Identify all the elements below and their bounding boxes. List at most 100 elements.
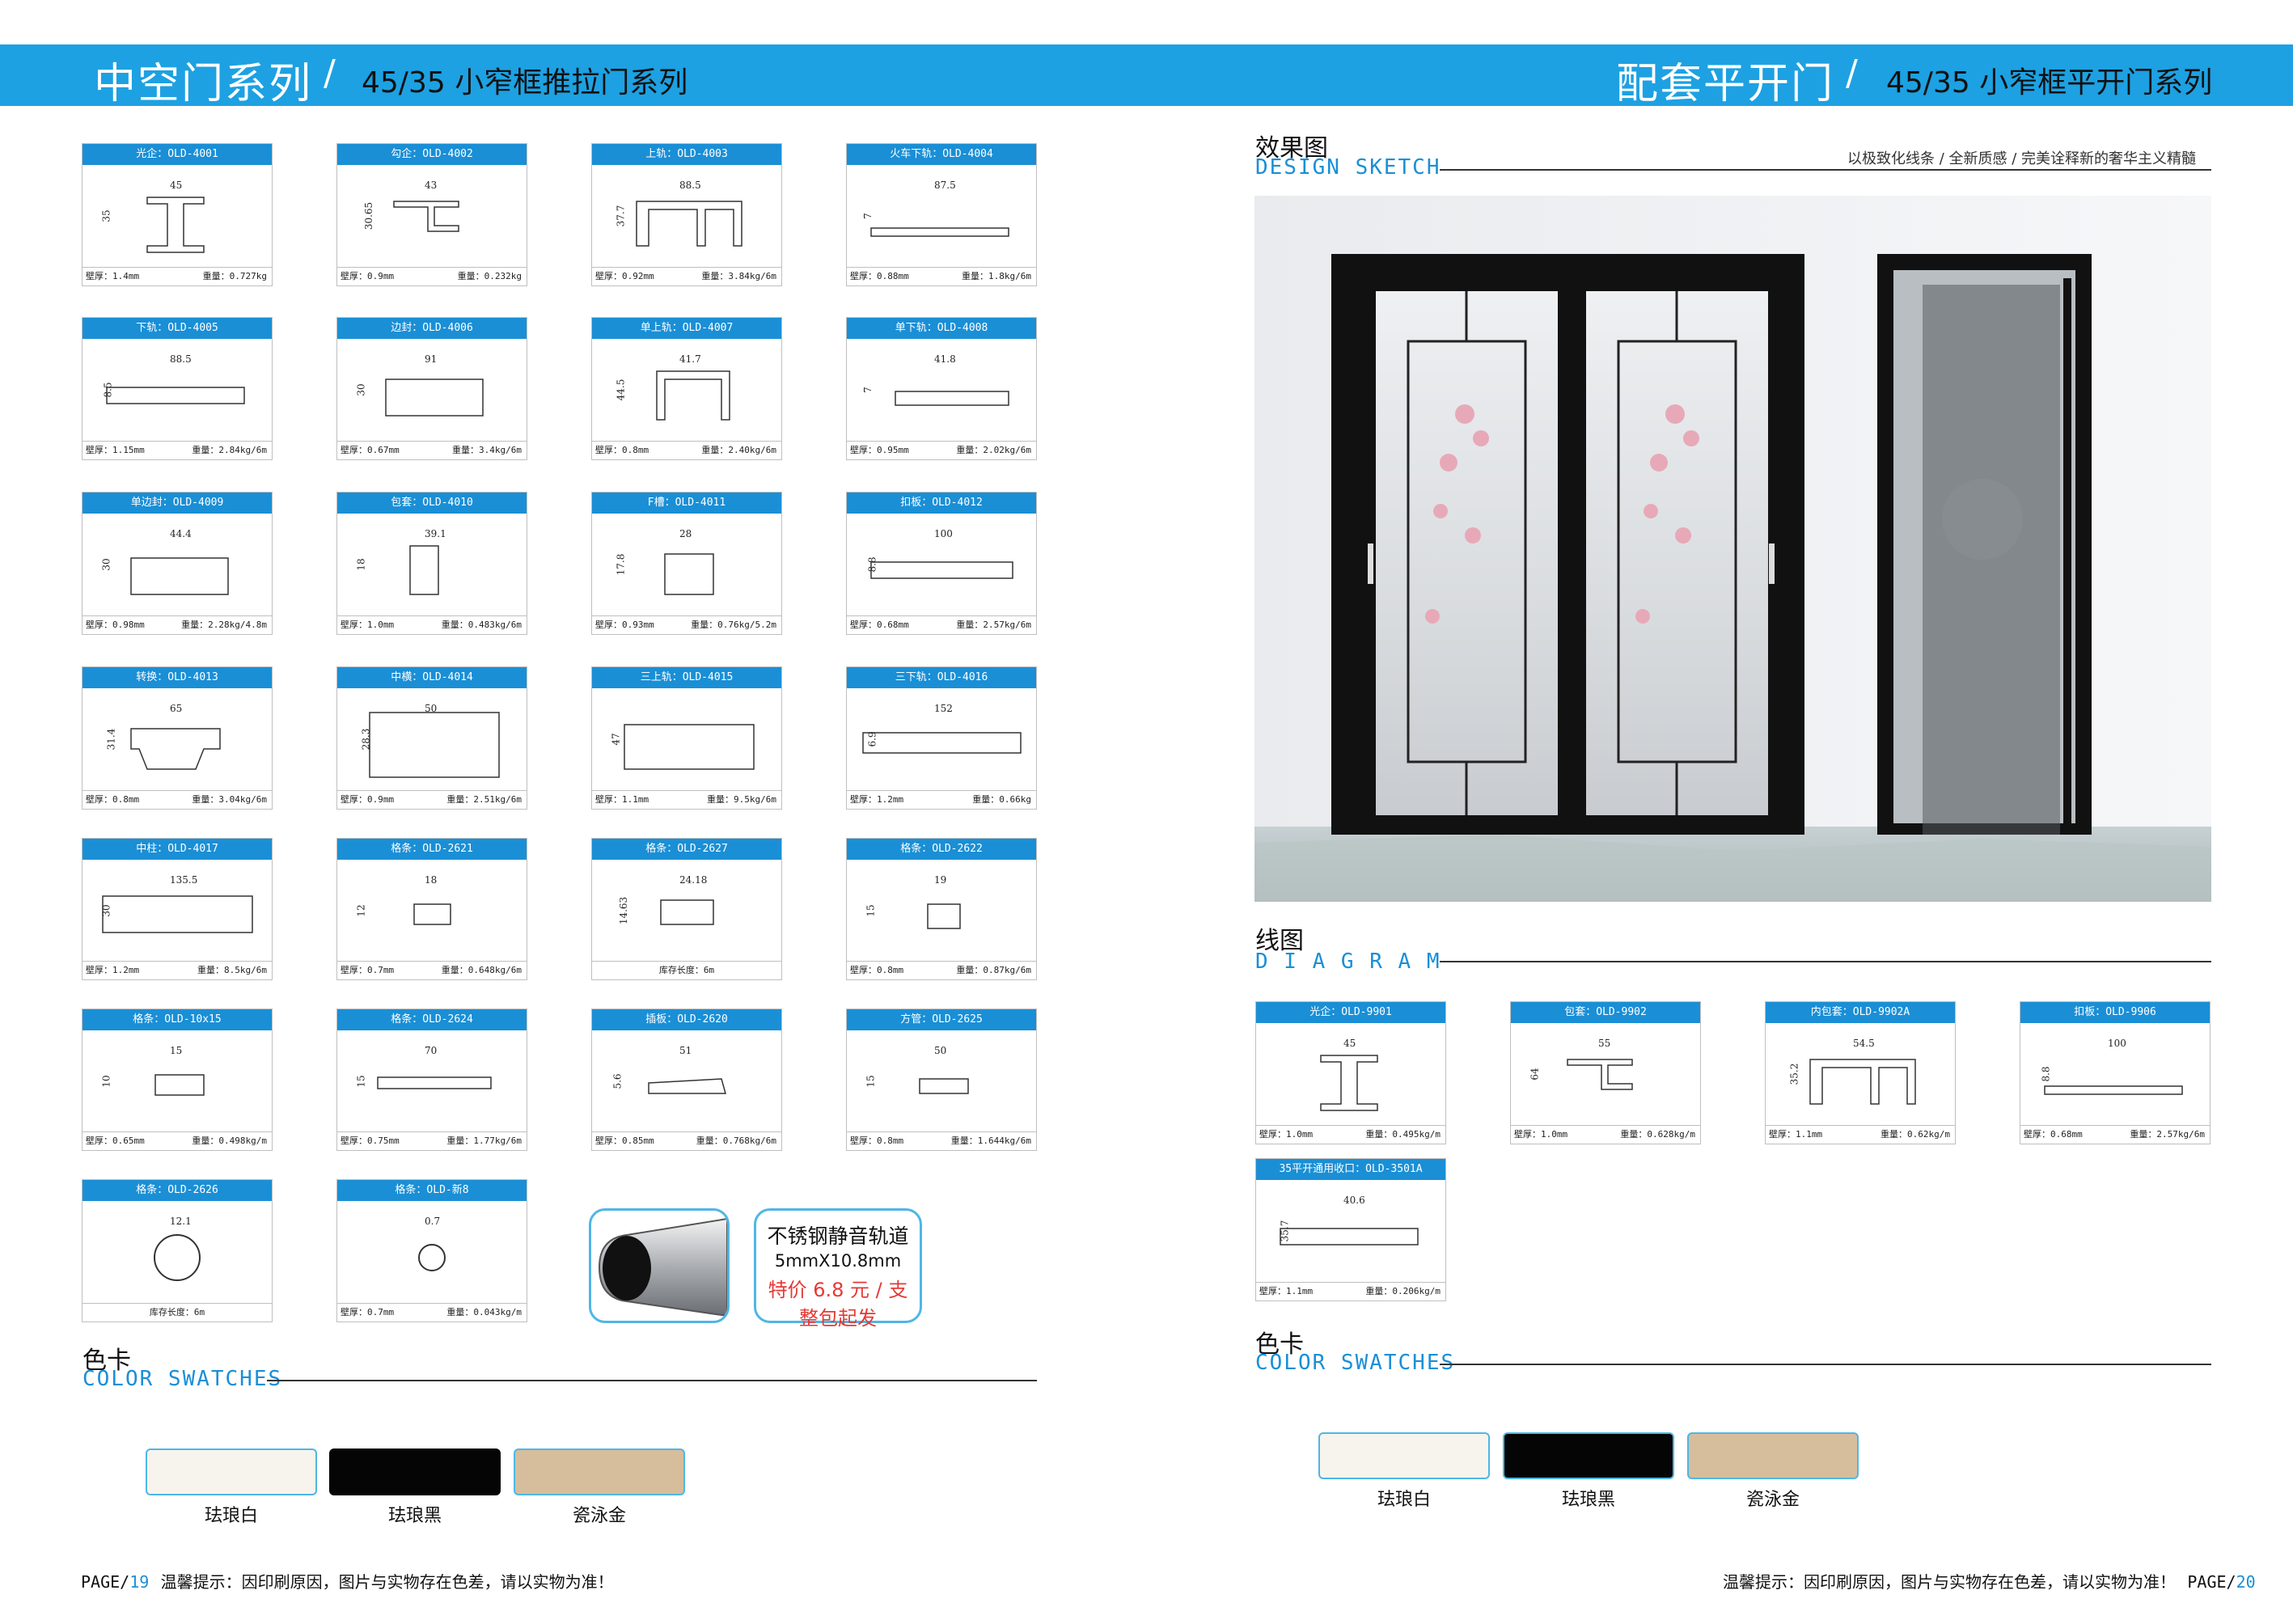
dimension-label-width: 100 [2108,1038,2126,1049]
right-series-title: 配套平开门 [1616,60,1835,108]
profile-card-title: 内包套：OLD-9902A [1766,1002,1955,1023]
profile-card-title: 插板：OLD-2620 [592,1009,781,1030]
dimension-label-height: 30.65 [363,201,375,230]
weight: 重量：2.02kg/6m [956,445,1031,455]
dimension-label-width: 70 [425,1045,438,1056]
diagram-heading-cn: 线图 [1255,927,1304,955]
weight: 重量：2.57kg/6m [956,620,1031,630]
profile-card-title: 格条：OLD-2621 [337,839,527,860]
profile-cross-section [418,1244,446,1271]
profile-cross-section [413,903,451,925]
weight: 重量：0.648kg/6m [441,965,522,975]
swatch-black-right [1503,1432,1674,1479]
weight: 重量：3.04kg/6m [192,794,267,805]
right-page-number: 20 [2236,1572,2256,1592]
profile-card-title: 单下轨：OLD-4008 [847,318,1036,339]
dimension-label-width: 100 [934,528,953,539]
wall-thickness: 壁厚：0.9mm [341,271,395,281]
profile-card-title: 三下轨：OLD-4016 [847,667,1036,688]
rail-product-image [589,1208,730,1323]
dimension-label-height: 15 [865,904,877,917]
wall-thickness: 壁厚：0.95mm [850,445,909,455]
right-title-slash: / [1846,53,1858,94]
profile-cross-section [660,899,714,925]
dimension-label-height: 30 [100,558,112,571]
profile-card-title: 格条：OLD-新8 [337,1180,527,1201]
dimension-label-height: 7 [861,213,874,219]
wall-thickness: 壁厚：0.88mm [850,271,909,281]
profile-drawing [369,712,500,778]
weight: 重量：0.495kg/m [1365,1129,1441,1140]
swatch-label-white-right: 珐琅白 [1377,1490,1431,1510]
left-swatch-heading-en: COLOR SWATCHES [82,1367,283,1391]
profile-card-title: 包套：OLD-4010 [337,493,527,514]
profile-card-title: 勾企：OLD-4002 [337,144,527,165]
right-page-prefix: PAGE/ [2187,1572,2236,1592]
swatch-gold-right [1687,1432,1859,1479]
profile-drawing [130,728,221,770]
profile-drawing [1567,1059,1633,1090]
dimension-label-width: 55 [1598,1038,1611,1049]
wall-thickness: 壁厚：0.92mm [595,271,654,281]
profile-card-title: 上轨：OLD-4003 [592,144,781,165]
design-tagline: 以极致化线条 / 全新质感 / 完美诠释新的奢华主义精髓 [1847,150,2197,167]
profile-cross-section [154,1074,205,1096]
weight: 重量：0.043kg/m [446,1307,522,1317]
profile-cross-section [106,387,245,404]
profile-cross-section [393,201,459,232]
profile-drawing [154,1234,201,1281]
weight: 重量：2.57kg/6m [2130,1129,2205,1140]
dimension-label-height: 47 [610,733,622,746]
profile-card-title: 格条：OLD-2622 [847,839,1036,860]
profile-card-title: 格条：OLD-2627 [592,839,781,860]
left-swatch-heading-cn: 色卡 [82,1347,131,1375]
profile-cross-section [130,728,221,770]
profile-card-title: 格条：OLD-10x15 [82,1009,272,1030]
promo-price: 特价 6.8 元 / 支 [768,1279,908,1301]
profile-card-spec: 壁厚：0.95mm 重量：2.02kg/6m [847,441,1036,459]
profile-card-title: 格条：OLD-2626 [82,1180,272,1201]
profile-card-title: 包套：OLD-9902 [1511,1002,1700,1023]
dimension-label-width: 41.7 [679,353,701,365]
right-swatch-rule [1440,1364,2211,1365]
profile-drawing [130,557,229,595]
dimension-label-width: 45 [170,180,183,191]
design-rule [1440,169,2211,171]
profile-drawing [664,553,714,595]
profile-drawing [409,545,439,595]
header-bar: 中空门系列 / 45/35 小窄框推拉门系列 配套平开门 / 45/35 小窄框… [0,44,2293,108]
profile-card-title: 光企：OLD-9901 [1256,1002,1445,1023]
profile-card-title: 下轨：OLD-4005 [82,318,272,339]
design-heading-en: DESIGN SKETCH [1255,155,1441,180]
profile-card-title: 扣板：OLD-9906 [2020,1002,2210,1023]
dimension-label-width: 50 [934,1045,947,1056]
profile-drawing [1280,1228,1419,1245]
profile-cross-section [862,732,1022,754]
wall-thickness: 壁厚：0.8mm [850,1136,904,1146]
dimension-label-width: 40.6 [1343,1195,1365,1206]
swatch-label-black-left: 珐琅黑 [387,1506,442,1526]
profile-drawing [106,387,245,404]
weight: 重量：0.727kg [202,271,267,281]
profile-card-title: 中柱：OLD-4017 [82,839,272,860]
swatch-label-gold-left: 瓷泳金 [572,1506,626,1526]
dimension-label-width: 24.18 [679,874,708,886]
stock-length: 库存长度：6m [149,1307,205,1317]
wall-thickness: 壁厚：1.2mm [86,965,140,975]
